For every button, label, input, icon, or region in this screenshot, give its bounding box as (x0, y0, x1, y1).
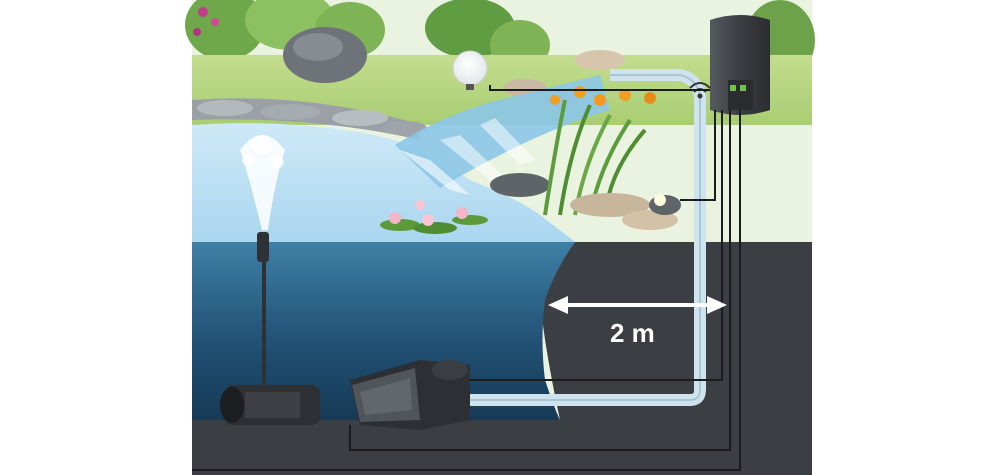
filter-pump (350, 360, 470, 430)
fountain-spray (240, 135, 285, 230)
cables (192, 85, 741, 471)
control-box (710, 15, 770, 115)
water-lilies (380, 200, 488, 234)
marginal-plants (543, 86, 678, 230)
spotlight (649, 194, 681, 215)
distance-label: 2 m (610, 318, 655, 348)
garden-light-globe (452, 50, 488, 90)
distance-indicator (548, 296, 727, 314)
fountain-pump (220, 232, 320, 425)
